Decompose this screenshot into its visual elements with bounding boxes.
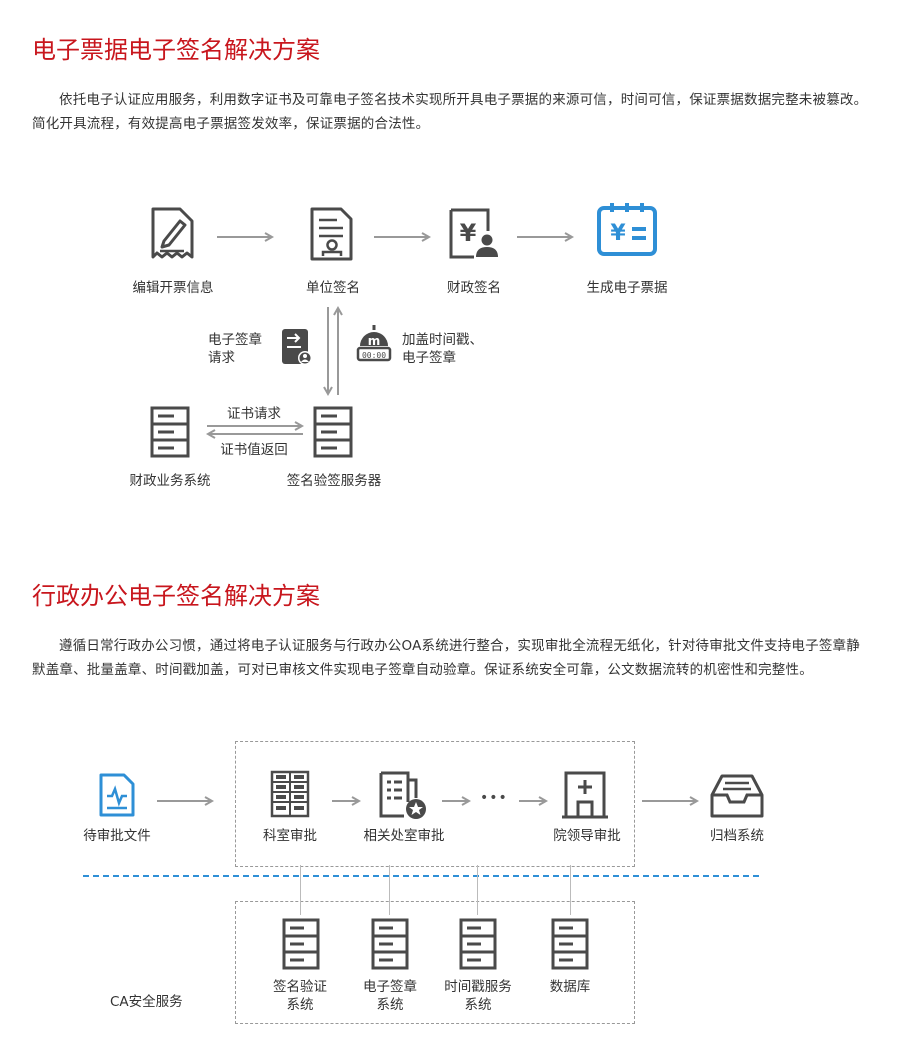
edit-invoice-icon [150, 207, 196, 267]
step-label-generate-invoice: 生成电子票据 [586, 280, 668, 296]
timestamp-label-2: 电子签章 [402, 350, 456, 366]
office-approval-icon [378, 770, 430, 826]
connector-line [477, 865, 478, 915]
svg-text:¥: ¥ [610, 221, 626, 246]
svg-text:¥: ¥ [460, 219, 477, 247]
finance-sign-icon: ¥ [448, 207, 502, 265]
step-label-edit: 编辑开票信息 [132, 280, 214, 296]
svg-text:m: m [368, 334, 381, 348]
section1-title: 电子票据电子签名解决方案 [32, 36, 320, 64]
timestamp-icon: m 00:00 [356, 324, 392, 368]
cert-request-label: 证书请求 [227, 406, 281, 422]
finance-system-server-icon [150, 406, 190, 462]
approval-flow-box [235, 741, 635, 867]
arrow-right [157, 796, 215, 806]
ca-services-box [235, 901, 635, 1024]
arrow-right [374, 232, 432, 242]
sign-verify-label: 签名验证系统 [273, 979, 327, 1013]
section2-title: 行政办公电子签名解决方案 [32, 582, 320, 610]
archive-system-label: 归档系统 [710, 828, 764, 844]
department-approval-icon [270, 770, 310, 822]
finance-system-label: 财政业务系统 [129, 473, 211, 489]
unit-seal-icon [309, 207, 355, 267]
svg-text:00:00: 00:00 [362, 351, 386, 360]
connector-line [300, 865, 301, 915]
sign-server-label: 签名验签服务器 [286, 473, 382, 489]
e-seal-server-icon [371, 918, 409, 974]
sign-verify-server-icon [282, 918, 320, 974]
timestamp-service-label: 时间戳服务系统 [444, 979, 512, 1013]
cert-exchange-arrows [205, 421, 305, 439]
dept-approval-label: 科室审批 [263, 828, 317, 844]
arrow-right [642, 796, 700, 806]
ca-service-label: CA安全服务 [110, 994, 183, 1010]
e-invoice-icon: ¥ [596, 202, 658, 262]
timestamp-label-1: 加盖时间戳、 [402, 332, 483, 348]
section2-paragraph: 遵循日常行政办公习惯，通过将电子认证服务与行政办公OA系统进行整合，实现审批全流… [32, 638, 860, 678]
ellipsis-indicator: ••• [480, 790, 508, 806]
e-seal-label: 电子签章系统 [363, 979, 417, 1013]
database-server-icon [551, 918, 589, 974]
arrow-right [517, 232, 575, 242]
sign-server-icon [313, 406, 353, 462]
connector-line [570, 865, 571, 915]
cert-return-label: 证书值返回 [220, 442, 288, 458]
leader-approval-icon [561, 770, 609, 824]
sign-request-label-1: 电子签章 [208, 332, 262, 348]
arrow-right [332, 796, 362, 806]
sign-request-label-2: 请求 [208, 350, 235, 366]
pending-file-label: 待审批文件 [83, 828, 151, 844]
archive-tray-icon [710, 773, 764, 823]
sign-request-icon [280, 327, 314, 371]
database-label: 数据库 [549, 979, 591, 995]
leader-approval-label: 院领导审批 [553, 828, 621, 844]
arrow-right [519, 796, 549, 806]
section1-paragraph: 依托电子认证应用服务，利用数字证书及可靠电子签名技术实现所开具电子票据的来源可信… [32, 92, 868, 132]
vertical-exchange-arrows [323, 305, 343, 397]
step-label-unit-sign: 单位签名 [306, 280, 360, 296]
ca-separator-line [83, 875, 759, 877]
connector-line [389, 865, 390, 915]
step-label-finance-sign: 财政签名 [447, 280, 501, 296]
pending-document-icon [98, 772, 136, 822]
office-approval-label: 相关处室审批 [363, 828, 445, 844]
arrow-right [442, 796, 472, 806]
arrow-right [217, 232, 275, 242]
timestamp-server-icon [459, 918, 497, 974]
